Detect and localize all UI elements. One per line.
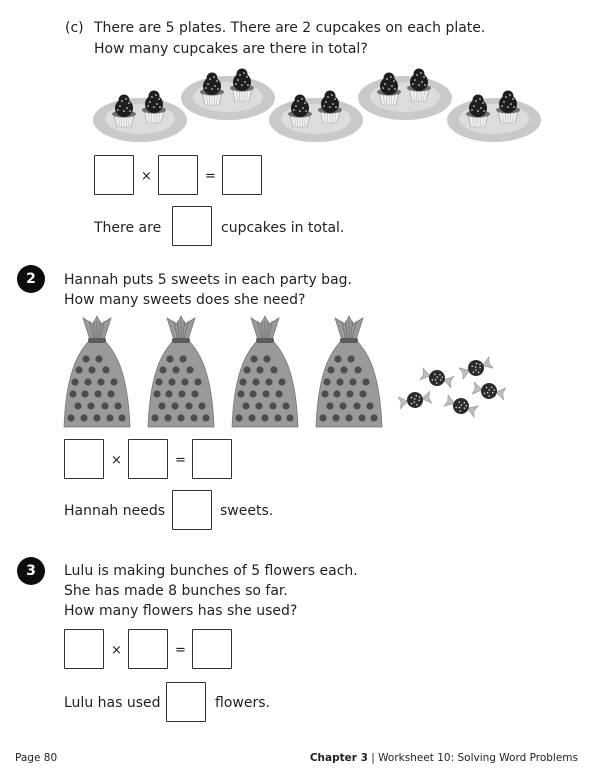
cupcake-icon bbox=[142, 90, 166, 124]
party-bag-icon bbox=[315, 315, 383, 428]
page-number: Page 80 bbox=[15, 752, 58, 764]
cupcake-icon bbox=[377, 72, 401, 106]
q3-product-box[interactable] bbox=[192, 629, 232, 669]
sweet-icon bbox=[419, 367, 455, 389]
sweet-icon bbox=[471, 381, 507, 401]
footer-worksheet-title: Worksheet 10: Solving Word Problems bbox=[378, 752, 578, 764]
footer-separator: | bbox=[371, 752, 375, 764]
part-c-answer-prefix: There are bbox=[94, 220, 162, 236]
q2-question-line-1: Hannah puts 5 sweets in each party bag. bbox=[64, 272, 352, 288]
cupcake-plates-illustration bbox=[93, 68, 541, 142]
q3-question-line-2: She has made 8 bunches so far. bbox=[64, 583, 288, 599]
sweet-icon bbox=[443, 394, 479, 418]
q2-answer-prefix: Hannah needs bbox=[64, 503, 166, 519]
plate-with-cupcakes bbox=[93, 90, 187, 142]
q3-question-line-3: How many flowers has she used? bbox=[64, 603, 298, 619]
q2-times-sign: × bbox=[111, 453, 122, 468]
cupcake-icon bbox=[230, 68, 254, 102]
plate-with-cupcakes bbox=[358, 68, 452, 120]
part-c-product-box[interactable] bbox=[222, 155, 262, 195]
part-c-factor-2-box[interactable] bbox=[158, 155, 198, 195]
q2-question-line-2: How many sweets does she need? bbox=[64, 292, 306, 308]
sweet-icon bbox=[458, 356, 494, 380]
cupcake-icon bbox=[407, 68, 431, 102]
q3-question-line-1: Lulu is making bunches of 5 flowers each… bbox=[64, 563, 358, 579]
cupcake-icon bbox=[466, 94, 490, 128]
q2-factor-2-box[interactable] bbox=[128, 439, 168, 479]
part-c-answer-box[interactable] bbox=[172, 206, 212, 246]
cupcake-icon bbox=[200, 72, 224, 106]
plate-with-cupcakes bbox=[181, 68, 275, 120]
question-3-number-badge: 3 bbox=[17, 557, 45, 585]
party-bag-icon bbox=[231, 315, 299, 428]
q3-answer-prefix: Lulu has used bbox=[64, 695, 161, 711]
plate-with-cupcakes bbox=[447, 90, 541, 142]
q2-factor-1-box[interactable] bbox=[64, 439, 104, 479]
q2-product-box[interactable] bbox=[192, 439, 232, 479]
sweet-icon bbox=[397, 390, 433, 410]
part-c-equals-sign: = bbox=[205, 169, 216, 184]
cupcake-icon bbox=[496, 90, 520, 124]
part-c-factor-1-box[interactable] bbox=[94, 155, 134, 195]
q3-times-sign: × bbox=[111, 643, 122, 658]
footer-chapter-info: Chapter 3 | Worksheet 10: Solving Word P… bbox=[310, 752, 578, 764]
footer-chapter: Chapter 3 bbox=[309, 752, 368, 764]
part-c-answer-suffix: cupcakes in total. bbox=[221, 220, 345, 236]
plate-with-cupcakes bbox=[269, 90, 363, 142]
part-c-times-sign: × bbox=[141, 169, 152, 184]
q3-equals-sign: = bbox=[175, 643, 186, 658]
q3-answer-box[interactable] bbox=[166, 682, 206, 722]
q3-factor-1-box[interactable] bbox=[64, 629, 104, 669]
party-bag-icon bbox=[63, 315, 131, 428]
cupcake-icon bbox=[112, 94, 136, 128]
part-c-question-line-2: How many cupcakes are there in total? bbox=[94, 41, 368, 57]
q2-equals-sign: = bbox=[175, 453, 186, 468]
party-bag-icon bbox=[147, 315, 215, 428]
q2-answer-suffix: sweets. bbox=[220, 503, 274, 519]
q3-factor-2-box[interactable] bbox=[128, 629, 168, 669]
cupcake-icon bbox=[288, 94, 312, 128]
q2-answer-box[interactable] bbox=[172, 490, 212, 530]
party-bags-illustration bbox=[63, 315, 507, 428]
question-2-number-badge: 2 bbox=[17, 265, 45, 293]
part-c-question-line-1: There are 5 plates. There are 2 cupcakes… bbox=[94, 20, 486, 36]
q3-answer-suffix: flowers. bbox=[215, 695, 270, 711]
part-c-label: (c) bbox=[65, 20, 84, 36]
cupcake-icon bbox=[318, 90, 342, 124]
